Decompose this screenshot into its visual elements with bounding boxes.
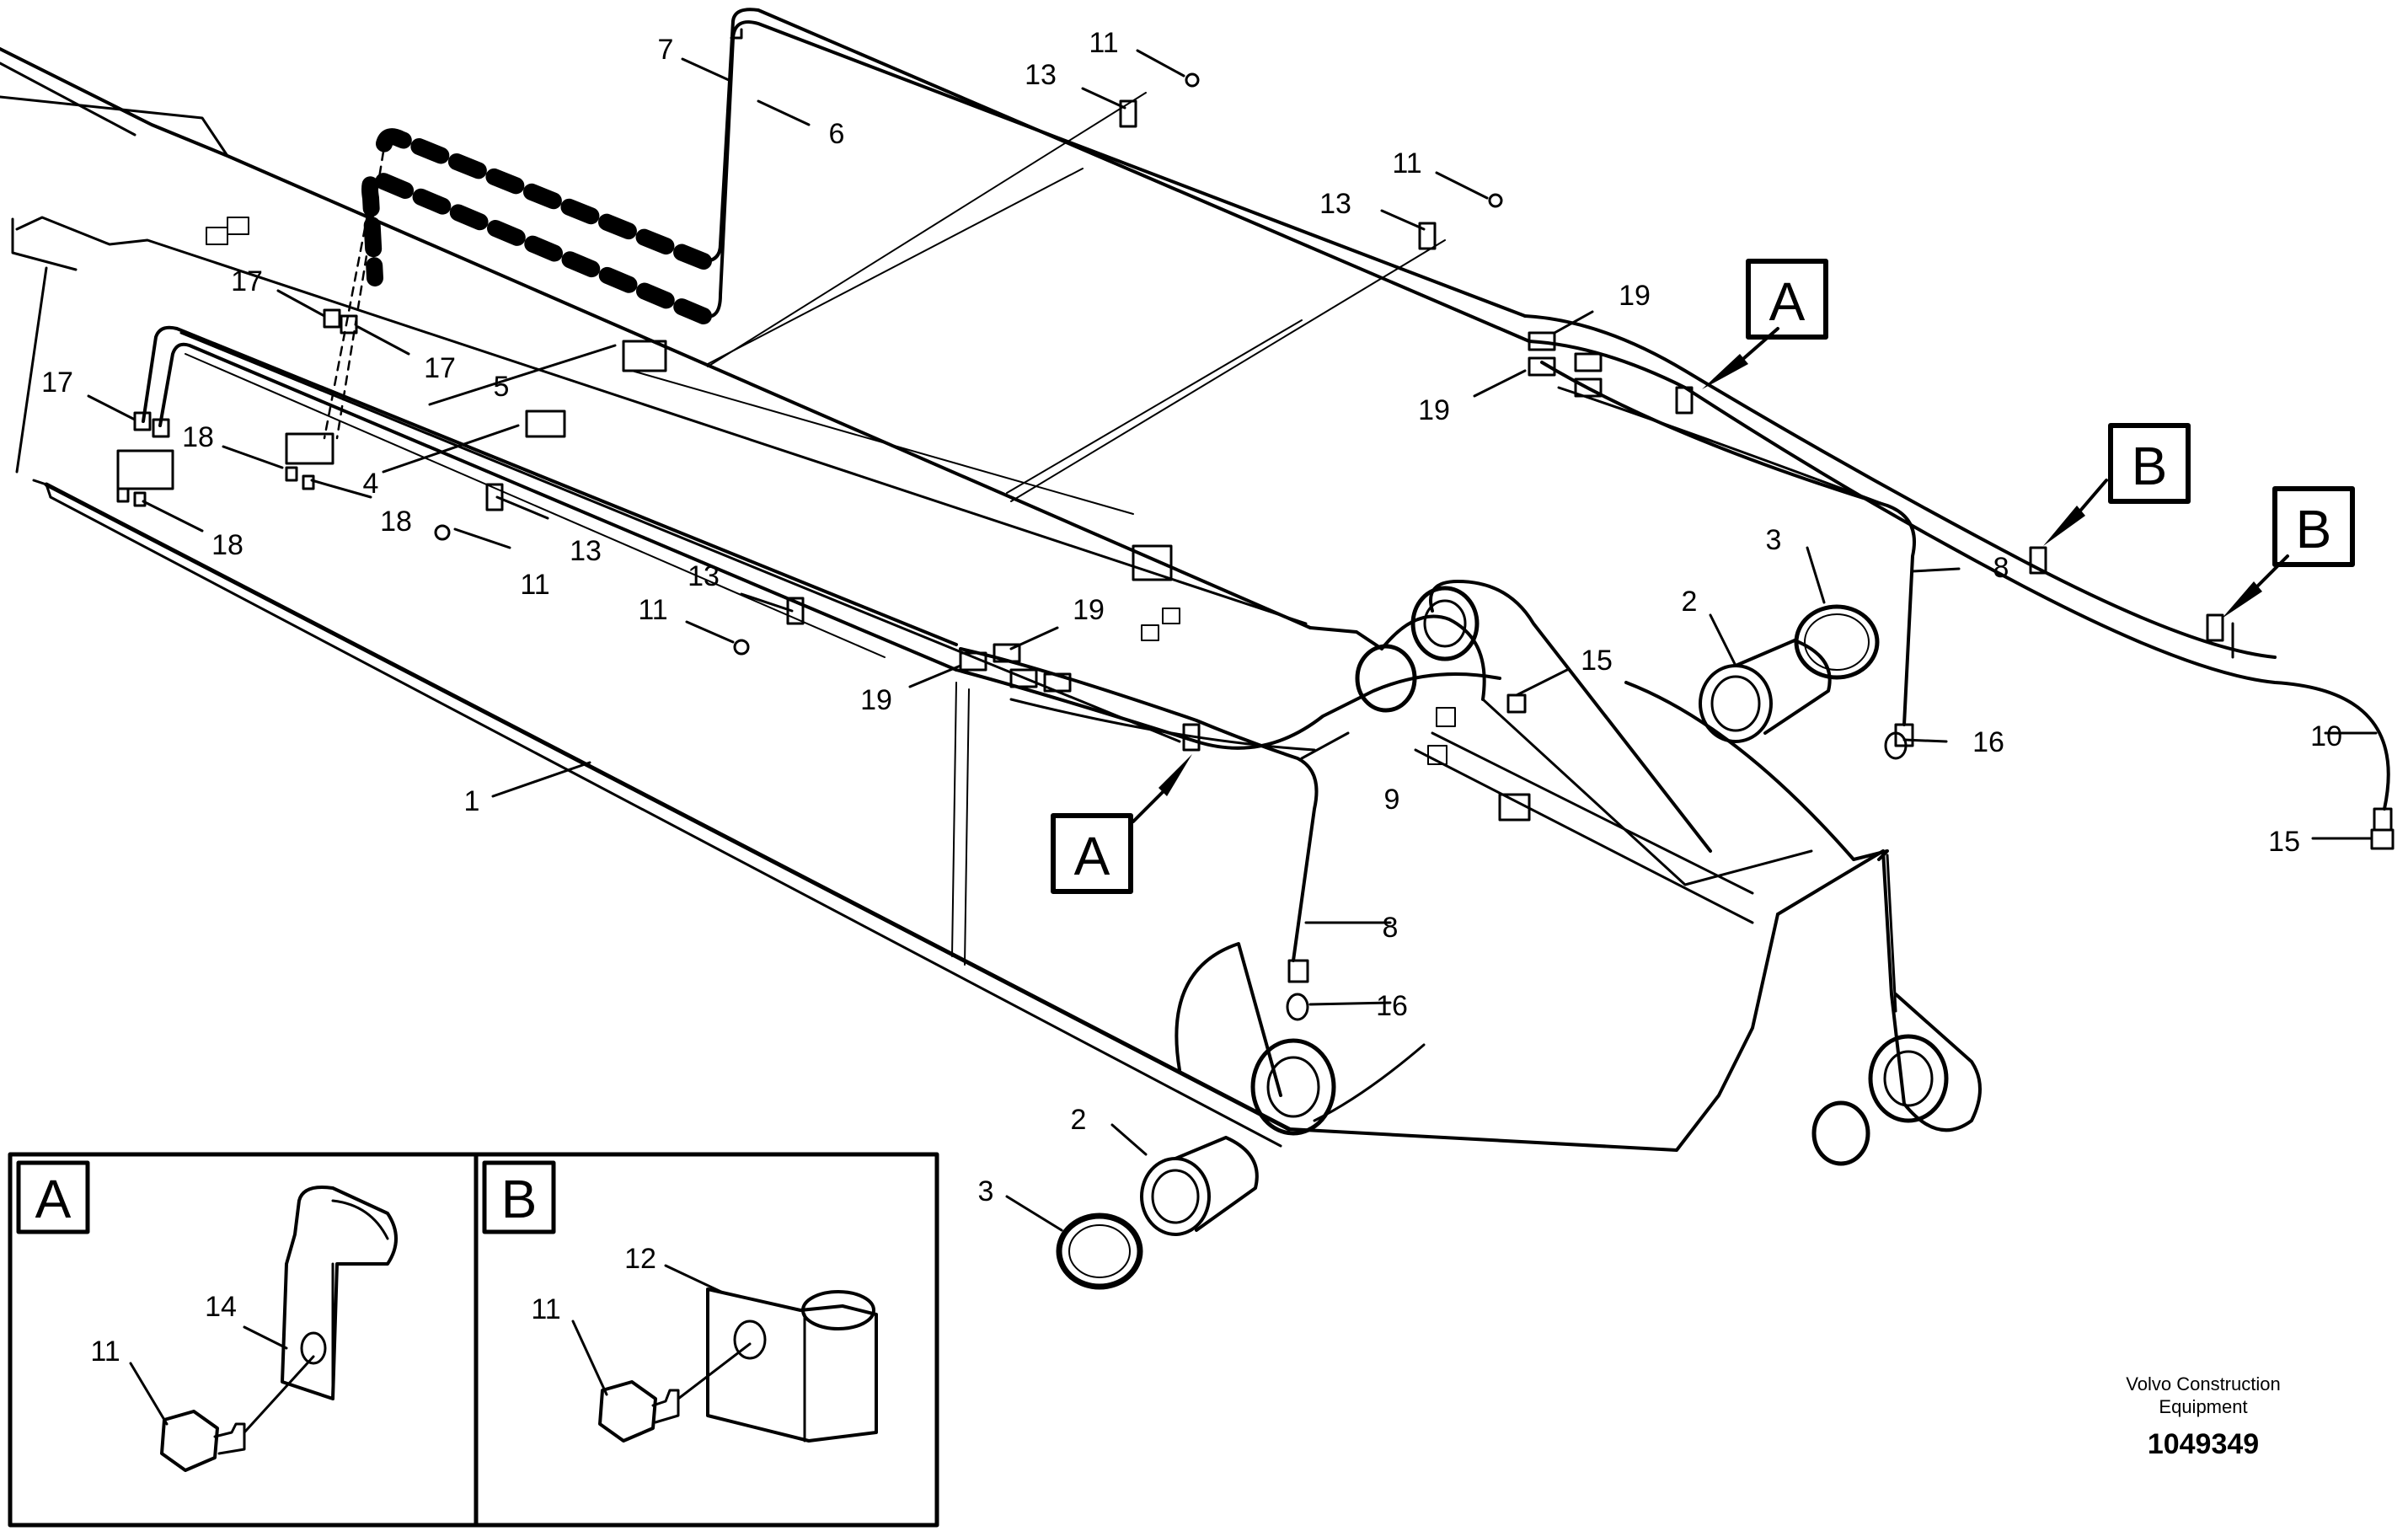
callout-18-b: 18	[380, 506, 412, 538]
callout-numbers: 1 2 2 3 3 4 5 6 7 8 8 9 10 11 11 11 11 1…	[41, 27, 2342, 1368]
callout-13-c: 13	[570, 535, 602, 567]
callout-2-upper: 2	[1682, 586, 1698, 618]
callout-2-lower: 2	[1071, 1104, 1087, 1136]
callout-11-c: 11	[520, 569, 549, 601]
callout-13-b: 13	[1319, 188, 1351, 220]
detail-label-b-mid: B	[2132, 436, 2168, 496]
callout-8-lower: 8	[1383, 912, 1399, 944]
callout-3-upper: 3	[1766, 524, 1782, 556]
boom-body	[0, 47, 1982, 1166]
leader-lines	[87, 49, 2378, 1232]
callout-17-b: 17	[424, 352, 456, 384]
callout-3-lower: 3	[978, 1175, 994, 1207]
callout-14: 14	[205, 1291, 237, 1323]
detail-label-a-top: A	[1769, 271, 1806, 332]
company-name-line1: Volvo Construction	[2126, 1373, 2280, 1394]
bushings-and-seals	[1056, 604, 1880, 1290]
callout-11-d: 11	[638, 594, 667, 626]
drawing-number: 1049349	[2148, 1428, 2259, 1460]
hose-routing	[116, 8, 2395, 1021]
inset-a-label: A	[35, 1169, 72, 1229]
callout-18-c: 18	[211, 529, 243, 561]
callout-10: 10	[2310, 720, 2342, 752]
detail-pointers	[1132, 327, 2289, 823]
callout-18-a: 18	[182, 421, 214, 453]
callout-11-b: 11	[1392, 147, 1421, 179]
callout-5: 5	[494, 371, 510, 403]
callout-16-b: 16	[1376, 990, 1408, 1022]
callout-9: 9	[1384, 784, 1400, 816]
callout-15-b: 15	[2268, 826, 2300, 858]
callout-17-a: 17	[231, 265, 263, 297]
callout-8-upper: 8	[1993, 552, 2009, 584]
callout-16-a: 16	[1972, 726, 2004, 758]
detail-label-boxes: A B B A	[1051, 259, 2355, 894]
callout-19-b: 19	[1418, 394, 1450, 426]
callout-12: 12	[624, 1243, 656, 1275]
callout-17-c: 17	[41, 367, 73, 399]
callout-1: 1	[464, 785, 480, 817]
callout-19-d: 19	[860, 684, 892, 716]
inset-b-label: B	[501, 1169, 538, 1229]
callout-11-inset-b: 11	[531, 1293, 560, 1325]
footer-block: Volvo Construction Equipment 1049349	[2126, 1373, 2280, 1460]
callout-13-a: 13	[1025, 59, 1057, 91]
callout-19-a: 19	[1619, 280, 1651, 312]
company-name-line2: Equipment	[2159, 1396, 2247, 1417]
inset-a-bolt	[129, 1325, 315, 1472]
detail-label-b-right: B	[2296, 499, 2332, 559]
inset-b-bolt	[571, 1264, 752, 1443]
callout-11-a: 11	[1089, 27, 1118, 59]
callout-7: 7	[658, 34, 674, 66]
callout-11-inset-a: 11	[90, 1336, 120, 1368]
inset-b-clamp	[706, 1287, 878, 1443]
callout-19-c: 19	[1073, 594, 1105, 626]
callout-13-d: 13	[688, 560, 720, 592]
callout-4: 4	[363, 468, 379, 500]
callout-6: 6	[829, 118, 845, 150]
callout-15-a: 15	[1581, 645, 1613, 677]
inset-a-clamp	[281, 1186, 398, 1400]
detail-label-a-mid: A	[1074, 826, 1110, 886]
inset-panels: A B	[8, 1152, 939, 1528]
